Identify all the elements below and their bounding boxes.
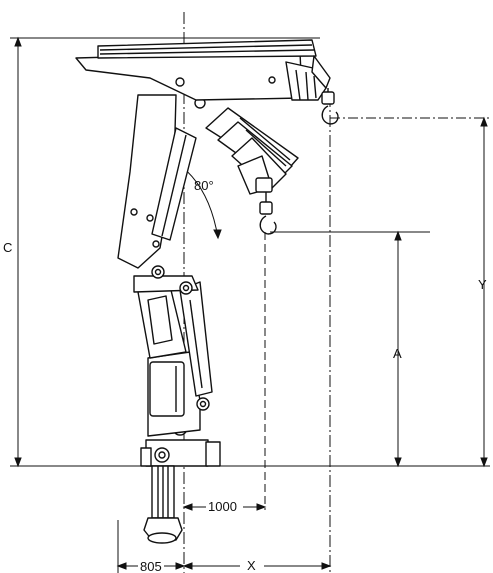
- inner-boom: [117, 94, 206, 269]
- dimension-c-arrow-bottom: [14, 457, 22, 468]
- dimension-base-offset-arrow-left: [116, 562, 127, 570]
- jib-pivot: [175, 77, 185, 87]
- dimension-base-offset-label: 805: [140, 559, 162, 573]
- hook-max-block: [321, 91, 335, 105]
- dimension-y-arrow-bottom: [480, 457, 488, 468]
- hook-lowered: [259, 192, 277, 235]
- dimension-x-label: X: [247, 558, 256, 573]
- jib-end-tip: [311, 55, 331, 89]
- link-pivot-right-inner: [182, 284, 190, 292]
- crane-column: [147, 351, 210, 437]
- jib-pivot-2: [268, 76, 276, 84]
- dimension-x-arrow-left: [182, 562, 193, 570]
- jib-ext-line-2: [305, 71, 309, 101]
- dimension-y: [480, 116, 488, 468]
- dimension-hook-reach-label: 1000: [208, 499, 237, 514]
- dimension-a-label: A: [393, 346, 402, 361]
- hook-max-hook: [321, 105, 339, 125]
- dimension-c: [14, 36, 22, 468]
- dimension-c-arrow-top: [14, 36, 22, 47]
- main-cylinder-rod: [189, 299, 203, 389]
- dimension-c-label: C: [3, 240, 12, 255]
- crane-base: [140, 420, 221, 544]
- dimension-hook-reach-arrow-right: [256, 503, 267, 511]
- horizontal-jib: [75, 39, 331, 101]
- base-pivot-inner: [158, 451, 166, 459]
- jib-main: [75, 51, 303, 101]
- lowered-jib-line-2: [245, 129, 287, 167]
- hook-lowered-block: [259, 201, 273, 215]
- lowered-jib-end: [255, 177, 273, 193]
- inner-boom-hole-1: [146, 214, 154, 222]
- dimension-y-arrow-top: [480, 116, 488, 127]
- angle-label: 80°: [194, 178, 214, 193]
- inner-boom-hole-2: [130, 208, 138, 216]
- column-housing: [149, 361, 185, 417]
- stabilizer-pad: [147, 532, 177, 544]
- column-pivot-inner: [199, 400, 207, 408]
- dimension-a-arrow-bottom: [394, 457, 402, 468]
- base-left-pad: [140, 447, 152, 467]
- link-pivot-left-inner: [154, 268, 162, 276]
- jib-rail-line-2: [99, 49, 315, 55]
- dimension-y-label: Y: [478, 277, 487, 292]
- knuckle-link: [133, 265, 199, 295]
- inner-boom-cylinder-rod: [161, 134, 187, 237]
- dimension-hook-reach: [182, 503, 267, 511]
- lowered-jib-line-1: [239, 117, 291, 161]
- hook-lowered-hook: [259, 215, 277, 235]
- dimension-a: [394, 230, 402, 468]
- lowered-jib: [205, 107, 299, 195]
- jib-ext-line-1: [295, 69, 301, 101]
- dimension-base-offset: [116, 562, 186, 570]
- crane: [75, 39, 339, 544]
- jib-rail-line-1: [99, 44, 313, 51]
- main-boom-lower: [137, 281, 213, 397]
- base-right-pad: [205, 441, 221, 467]
- inner-boom-hole-3: [152, 240, 160, 248]
- dimension-x: [182, 562, 332, 570]
- jib-ext-line-3: [313, 75, 317, 99]
- hook-max-reach: [321, 88, 339, 125]
- main-boom-plate: [147, 295, 173, 345]
- dimension-x-arrow-right: [321, 562, 332, 570]
- dimension-hook-reach-arrow-left: [182, 503, 193, 511]
- angle-arc-arrow-end: [213, 229, 222, 240]
- dimension-base-offset-arrow-right: [175, 562, 186, 570]
- dimension-a-arrow-top: [394, 230, 402, 241]
